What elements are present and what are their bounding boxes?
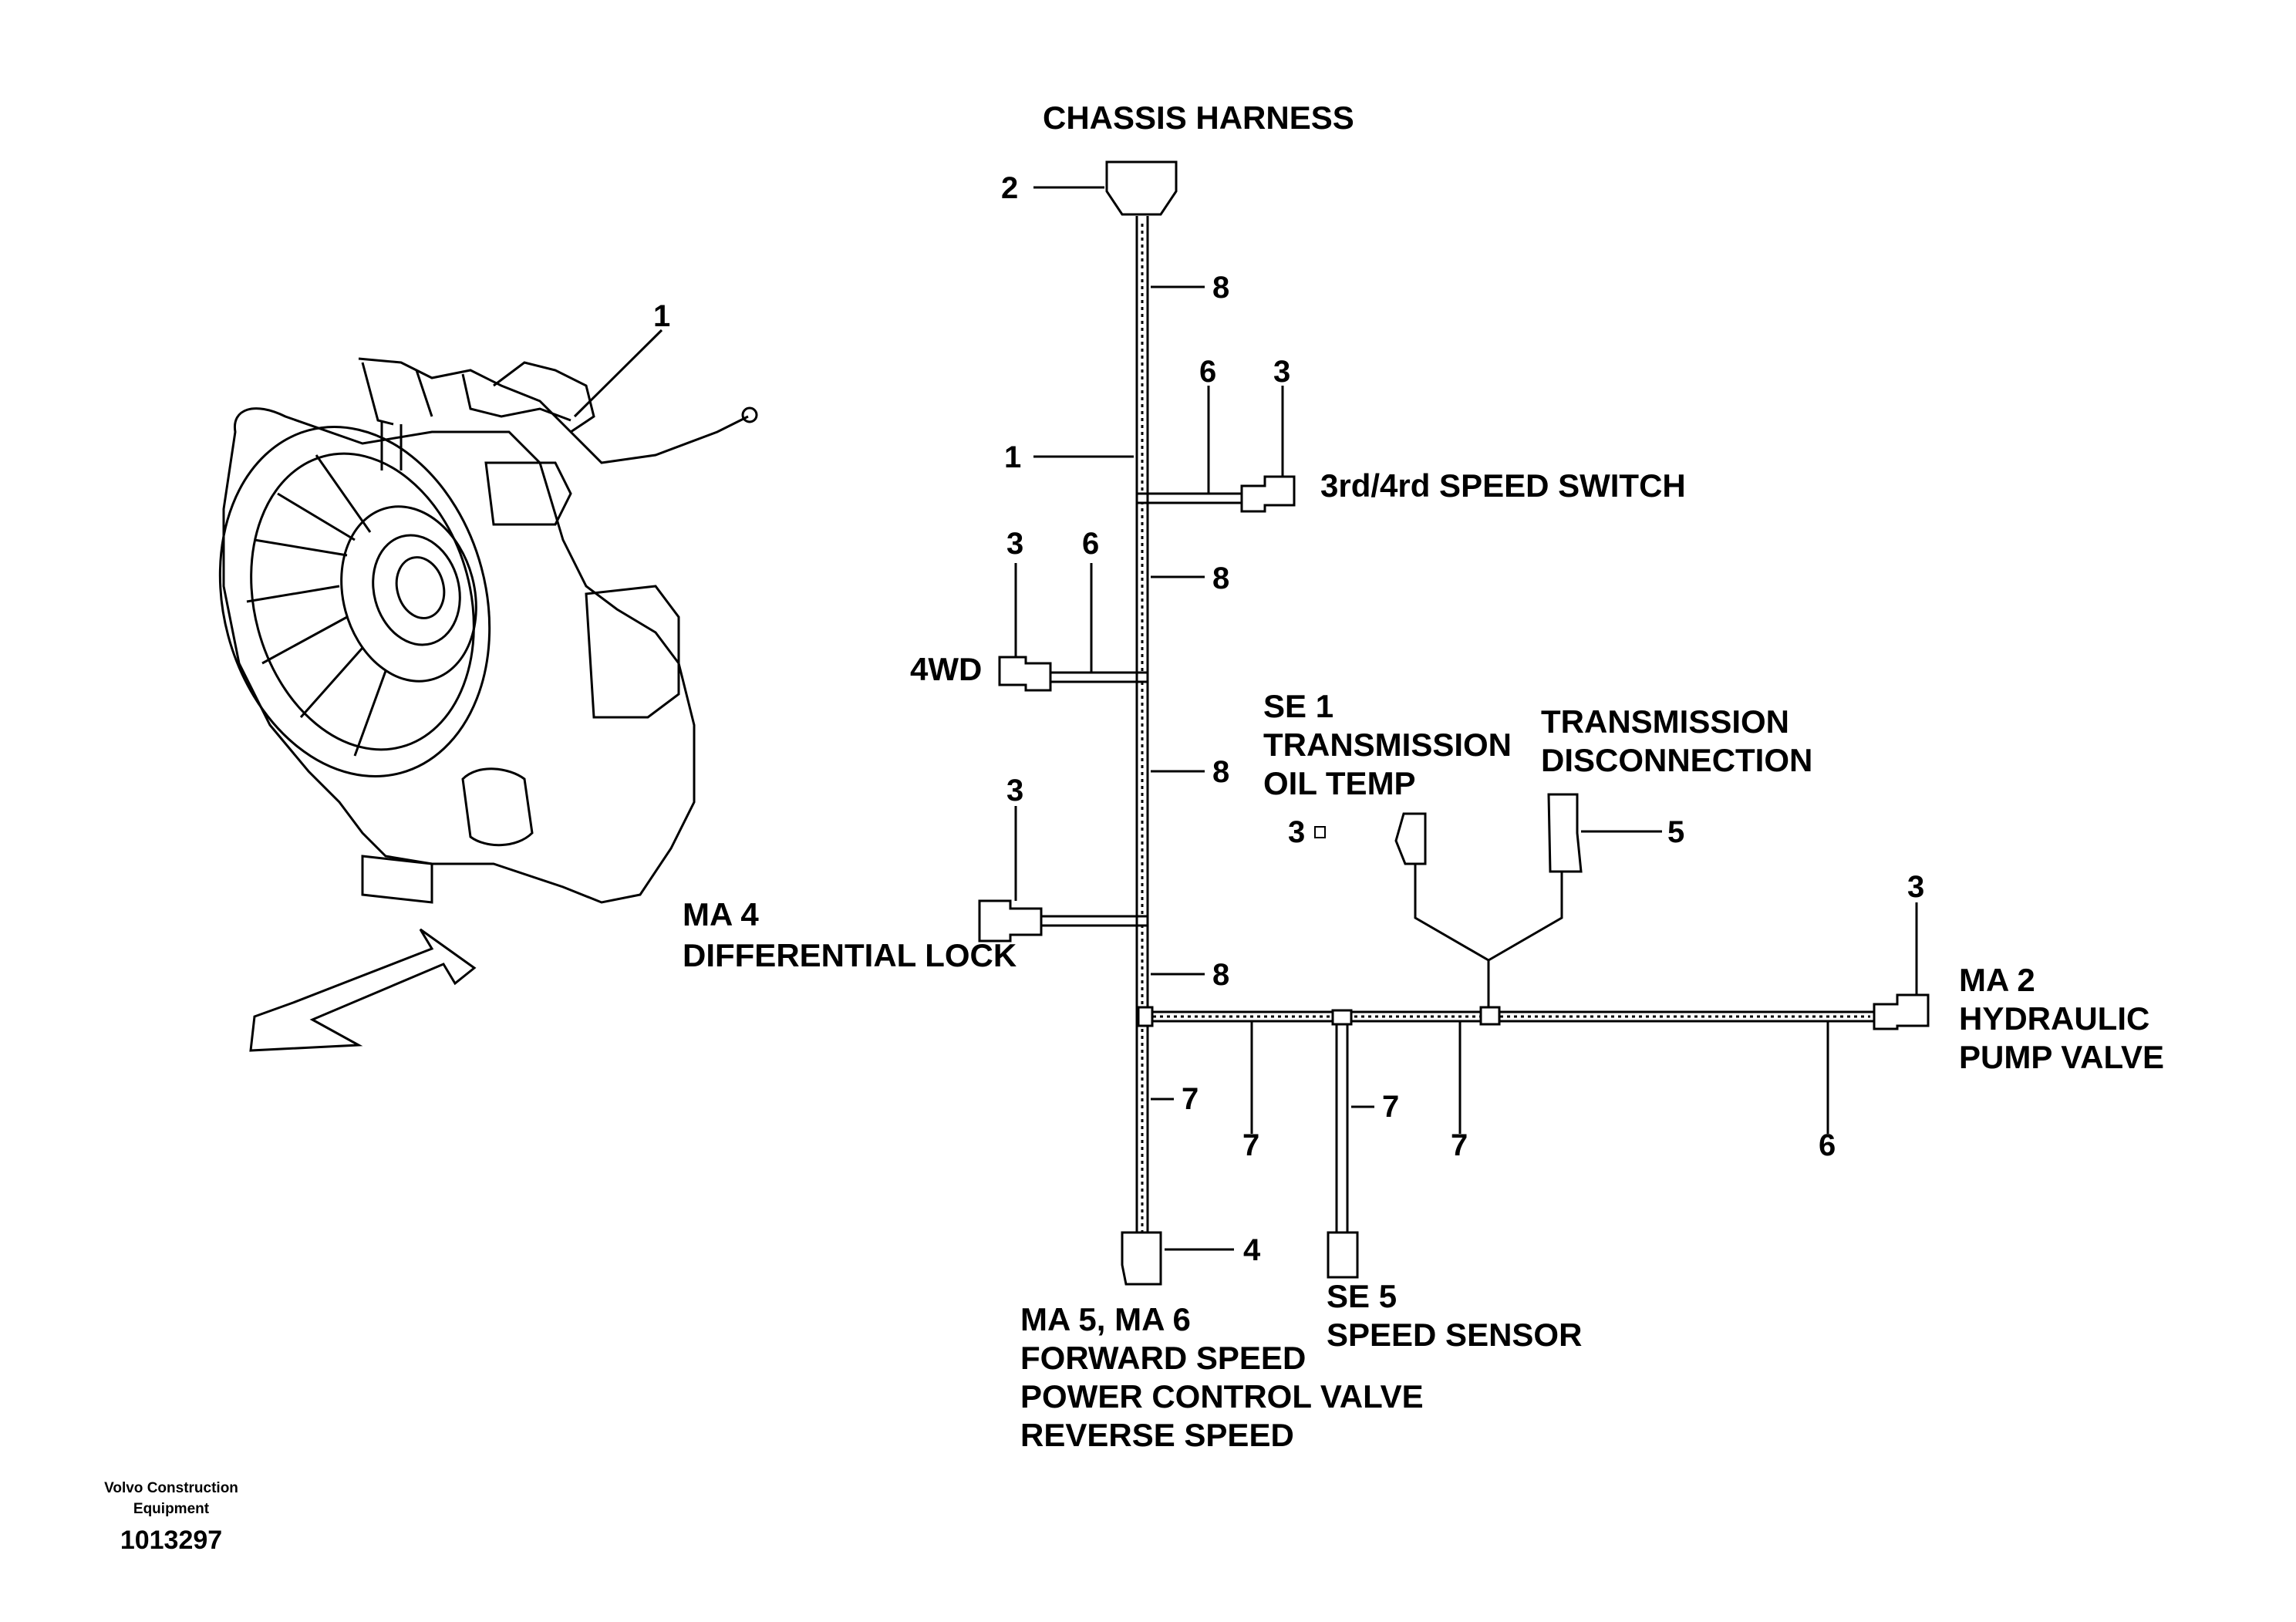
se1-connector <box>1394 812 1427 865</box>
4wd-connector <box>998 656 1052 692</box>
callout-8-top: 8 <box>1212 271 1229 305</box>
label-se5: SE 5 <box>1327 1278 1397 1314</box>
callout-numbers: 1 2 8 6 3 1 3 6 8 8 3 5 3 8 3 7 7 7 7 6 … <box>653 171 1924 1267</box>
text-labels: CHASSIS HARNESS 3rd/4rd SPEED SWITCH 4WD… <box>683 99 2164 1453</box>
callout-3-top: 3 <box>1273 355 1290 389</box>
label-speed-switch: 3rd/4rd SPEED SWITCH <box>1320 467 1686 504</box>
label-ma2: MA 2 <box>1959 962 2035 998</box>
label-disconnection: DISCONNECTION <box>1541 742 1812 778</box>
callout-3-ma2: 3 <box>1907 870 1924 904</box>
connectors <box>978 160 1930 1286</box>
footer: Volvo Construction Equipment 1013297 <box>104 1480 238 1555</box>
callout-6-ma2: 6 <box>1819 1128 1836 1162</box>
label-chassis-harness: CHASSIS HARNESS <box>1043 99 1354 136</box>
transmission-illustration <box>218 357 758 1052</box>
callout-3-ma4: 3 <box>1006 774 1023 808</box>
label-differential-lock: DIFFERENTIAL LOCK <box>683 937 1017 973</box>
label-reverse-speed: REVERSE SPEED <box>1020 1417 1294 1453</box>
callout-8-mid2: 8 <box>1212 755 1229 789</box>
label-power-control-valve: POWER CONTROL VALVE <box>1020 1378 1424 1415</box>
callout-4: 4 <box>1243 1233 1261 1267</box>
callout-6-top: 6 <box>1199 355 1216 389</box>
brand-line-2: Equipment <box>133 1501 210 1517</box>
callout-6-4wd: 6 <box>1082 527 1099 561</box>
ma4-connector <box>978 899 1043 943</box>
leader-lines <box>573 186 1918 1251</box>
callout-1-engine: 1 <box>653 299 670 333</box>
part-number: 1013297 <box>120 1526 222 1555</box>
direction-arrow <box>249 928 477 1052</box>
trans-disconnect-connector <box>1547 793 1583 873</box>
brand-line-1: Volvo Construction <box>104 1480 238 1496</box>
callout-5: 5 <box>1667 815 1684 849</box>
label-transmission: TRANSMISSION <box>1541 703 1789 740</box>
callout-7-c: 7 <box>1382 1090 1399 1124</box>
callout-8-low: 8 <box>1212 958 1229 992</box>
callout-8-mid1: 8 <box>1212 561 1229 595</box>
callout-2: 2 <box>1001 171 1018 205</box>
harness-wires <box>1041 216 1874 1243</box>
speed-switch-connector <box>1240 475 1296 513</box>
callout-7-d: 7 <box>1451 1128 1468 1162</box>
label-se1-oil-temp: OIL TEMP <box>1263 765 1416 801</box>
label-forward-speed: FORWARD SPEED <box>1020 1340 1306 1376</box>
callout-7-a: 7 <box>1182 1082 1199 1116</box>
callout-1-harness: 1 <box>1004 440 1021 474</box>
se5-connector <box>1327 1231 1359 1279</box>
label-4wd: 4WD <box>910 651 982 687</box>
callout-3-4wd: 3 <box>1006 527 1023 561</box>
callout-3-se1: 3 <box>1288 815 1305 849</box>
callout-7-b: 7 <box>1242 1128 1259 1162</box>
label-ma4: MA 4 <box>683 896 759 932</box>
label-hydraulic: HYDRAULIC <box>1959 1000 2149 1037</box>
ma2-connector <box>1873 993 1930 1030</box>
label-pump-valve: PUMP VALVE <box>1959 1039 2164 1075</box>
chassis-harness-connector <box>1105 160 1178 216</box>
label-speed-sensor: SPEED SENSOR <box>1327 1317 1582 1353</box>
label-ma56: MA 5, MA 6 <box>1020 1301 1191 1337</box>
label-se1-transmission: TRANSMISSION <box>1263 727 1512 763</box>
label-se1: SE 1 <box>1263 688 1333 724</box>
ma56-connector <box>1121 1231 1162 1286</box>
